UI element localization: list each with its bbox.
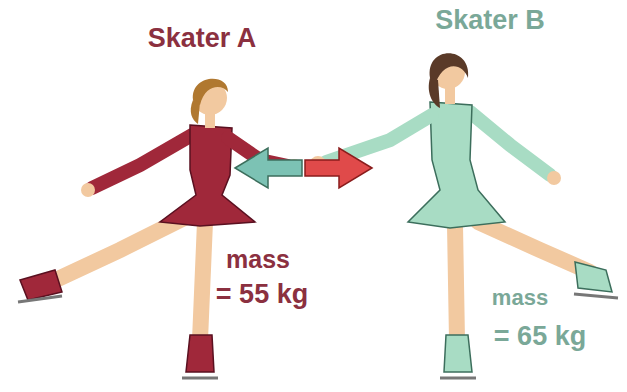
skater-b-figure (310, 53, 618, 378)
skater-a-figure (18, 79, 302, 378)
force-arrow-right (305, 148, 372, 188)
mass-value: = 65 kg (494, 322, 586, 352)
mass-label: mass (492, 286, 548, 310)
force-arrow-left (235, 148, 302, 188)
skater-name: Skater B (435, 6, 545, 36)
skater-name: Skater A (148, 24, 257, 54)
mass-value: = 55 kg (216, 280, 308, 310)
mass-label: mass (226, 246, 290, 274)
